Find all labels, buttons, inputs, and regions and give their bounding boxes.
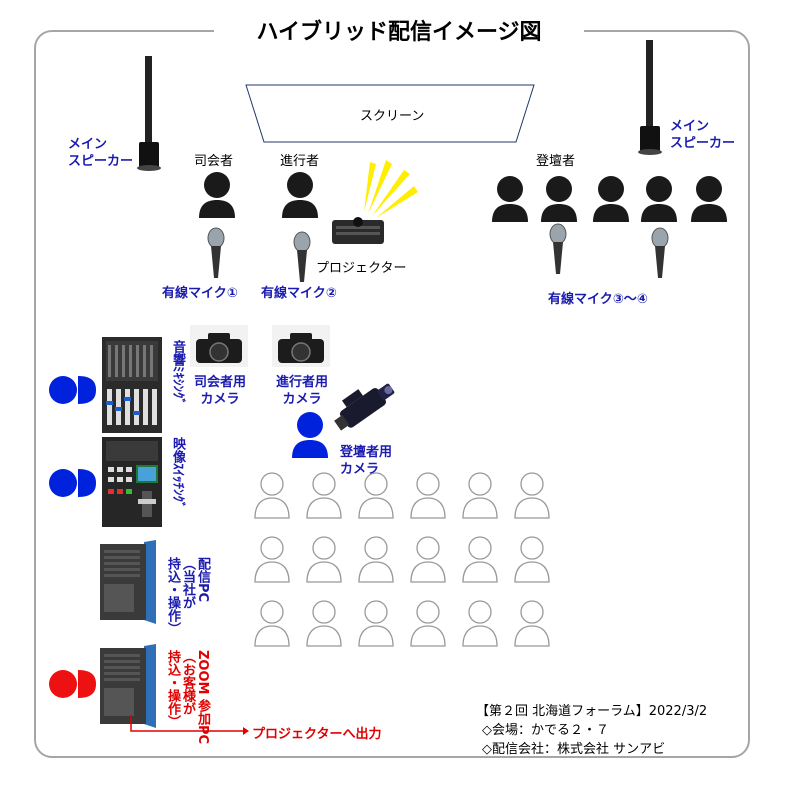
mic2-label: 有線マイク② bbox=[261, 286, 337, 301]
audience-person-icon bbox=[254, 600, 290, 647]
mc-camera-icon bbox=[190, 325, 248, 367]
mc-label: 司会者 bbox=[194, 154, 234, 169]
stream-pc-label: 配信PC （当社が 持込・操作） bbox=[165, 557, 210, 635]
speaker-left-icon bbox=[137, 56, 161, 171]
video-operator-icon bbox=[49, 469, 96, 497]
speaker-right-icon bbox=[638, 40, 662, 155]
stream-pc-laptop-icon bbox=[100, 540, 156, 624]
audience-person-icon bbox=[462, 536, 498, 583]
screen-shape bbox=[245, 84, 535, 143]
output-arrow-icon bbox=[130, 715, 249, 735]
audience-person-icon bbox=[410, 536, 446, 583]
video-switcher-icon bbox=[102, 437, 162, 527]
audience-person-icon bbox=[358, 536, 394, 583]
projector-icon bbox=[332, 160, 418, 244]
event-info-line1: 【第２回 北海道フォーラム】2022/3/2 bbox=[476, 704, 708, 719]
zoom-pc-label: ZOOM 参加PC （お客様が 持込・操作） bbox=[165, 650, 210, 745]
mic-icon bbox=[207, 227, 225, 278]
mc-camera-label: 司会者用 カメラ bbox=[194, 375, 247, 407]
audience-person-icon bbox=[462, 600, 498, 647]
moderator-person-icon bbox=[282, 172, 318, 218]
audience-person-icon bbox=[462, 472, 498, 519]
audience-person-icon bbox=[514, 472, 550, 519]
mic34-label: 有線マイク③～④ bbox=[548, 292, 648, 307]
mc-person-icon bbox=[199, 172, 235, 218]
panel-camera-label: 登壇者用 カメラ bbox=[340, 445, 393, 477]
audience-person-icon bbox=[410, 600, 446, 647]
audience-person-icon bbox=[410, 472, 446, 519]
audience-person-icon bbox=[514, 536, 550, 583]
page-title: ハイブリッド配信イメージ図 bbox=[214, 16, 584, 50]
output-label: プロジェクターへ出力 bbox=[252, 727, 382, 742]
video-switcher-label: 映像ｽｲｯﾁﾝｸﾞ bbox=[170, 437, 185, 509]
audience-person-icon bbox=[358, 472, 394, 519]
video-camera-icon bbox=[334, 383, 395, 431]
mic1-label: 有線マイク① bbox=[162, 286, 238, 301]
screen-label: スクリーン bbox=[360, 109, 425, 124]
audience-person-icon bbox=[514, 600, 550, 647]
audience-person-icon bbox=[358, 600, 394, 647]
mic-icon bbox=[293, 231, 311, 282]
audio-operator-icon bbox=[49, 376, 96, 404]
audience-person-icon bbox=[254, 536, 290, 583]
mic-icon bbox=[651, 227, 669, 278]
zoom-pc-laptop-icon bbox=[100, 644, 156, 728]
panel-person-icon bbox=[492, 176, 528, 222]
moderator-camera-label: 進行者用 カメラ bbox=[276, 375, 329, 407]
audience-person-icon bbox=[306, 536, 342, 583]
event-info-line3: ◇配信会社：株式会社 サンアビ bbox=[482, 742, 666, 757]
audience-area bbox=[252, 470, 562, 660]
speaker-left-label: メイン スピーカー bbox=[68, 137, 134, 169]
moderator-camera-icon bbox=[272, 325, 330, 367]
moderator-label: 進行者 bbox=[280, 154, 320, 169]
audience-person-icon bbox=[306, 600, 342, 647]
projector-label: プロジェクター bbox=[316, 261, 407, 276]
panel-person-icon bbox=[691, 176, 727, 222]
audio-mixer-label: 音響ﾐｷｼﾝｸﾞ bbox=[170, 340, 185, 405]
camera-operator-icon bbox=[292, 412, 328, 458]
event-info-line2: ◇会場：かでる２・７ bbox=[482, 723, 609, 738]
audio-mixer-icon bbox=[102, 337, 162, 433]
speaker-right-label: メイン スピーカー bbox=[670, 119, 736, 151]
audience-person-icon bbox=[306, 472, 342, 519]
panel-person-icon bbox=[641, 176, 677, 222]
audience-person-icon bbox=[254, 472, 290, 519]
client-operator-icon bbox=[49, 670, 96, 698]
panel-person-icon bbox=[593, 176, 629, 222]
mic-icon bbox=[549, 223, 567, 274]
panel-person-icon bbox=[541, 176, 577, 222]
panel-label: 登壇者 bbox=[536, 154, 576, 169]
